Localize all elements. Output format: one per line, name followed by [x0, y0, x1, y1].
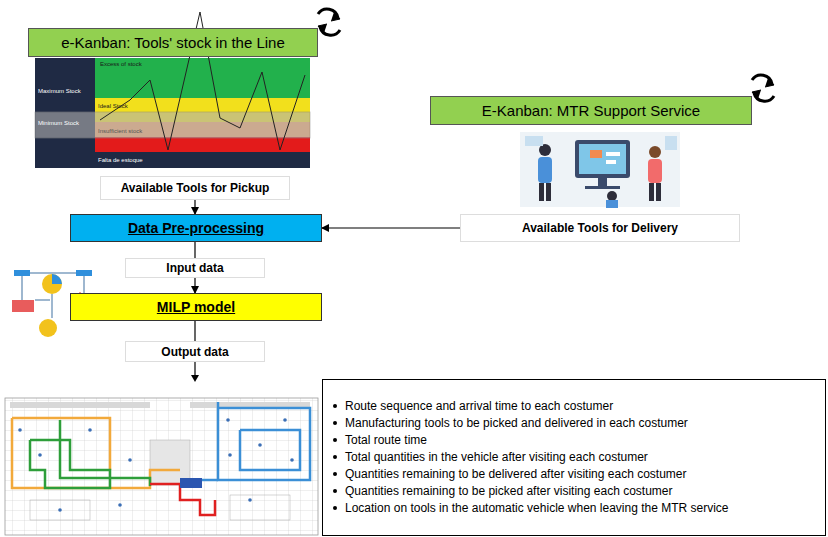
node-label: Output data	[161, 345, 228, 359]
list-item-text: Quantities remaining to be picked after …	[345, 483, 673, 500]
bullet	[333, 438, 337, 442]
output-list-box: Route sequence and arrival time to each …	[322, 379, 826, 536]
list-item-text: Location on tools in the automatic vehic…	[345, 500, 729, 517]
list-item-text: Total route time	[345, 432, 427, 449]
band-label: Excess of stock	[100, 61, 142, 68]
flow-arrow	[194, 321, 195, 341]
kanban-header-box: E-Kanban: MTR Support Service	[430, 96, 752, 125]
bullet	[333, 455, 337, 459]
data-label-box: Input data	[125, 258, 265, 278]
list-item-text: Manufacturing tools to be picked and del…	[345, 415, 688, 432]
flow-arrow	[194, 242, 195, 258]
node-label: e-Kanban: Tools' stock in the Line	[61, 34, 285, 51]
bullet	[333, 489, 337, 493]
node-label: Available Tools for Delivery	[522, 221, 678, 235]
mtr-illustration	[520, 132, 680, 208]
floor-map	[5, 398, 318, 535]
data-label-box: Available Tools for Delivery	[460, 214, 740, 242]
list-item: Quantities remaining to be picked after …	[331, 483, 817, 500]
flow-arrow	[194, 278, 195, 293]
process-box: MILP model	[70, 293, 322, 321]
axis-label: Minimum Stock	[38, 120, 79, 127]
refresh-icon	[752, 75, 774, 101]
bullet	[333, 404, 337, 408]
process-box: Data Pre-processing	[70, 214, 322, 242]
bullet	[333, 506, 337, 510]
list-item: Route sequence and arrival time to each …	[331, 398, 817, 415]
data-label-box: Output data	[125, 341, 265, 362]
band-label: Insufficient stock	[98, 128, 142, 135]
axis-label: Maximum Stock	[38, 88, 81, 95]
node-label: MILP model	[157, 299, 235, 315]
flow-arrow	[322, 227, 460, 228]
list-item-text: Total quantities in the vehicle after vi…	[345, 449, 648, 466]
data-label-box: Available Tools for Pickup	[100, 176, 290, 200]
stock-chart	[35, 12, 310, 168]
node-label: Input data	[166, 261, 223, 275]
refresh-icon	[318, 9, 340, 35]
list-item: Total quantities in the vehicle after vi…	[331, 449, 817, 466]
band-label: Falta de estoque	[98, 157, 143, 164]
list-item-text: Quantities remaining to be delivered aft…	[345, 466, 687, 483]
list-item: Total route time	[331, 432, 817, 449]
output-arrow	[191, 362, 199, 382]
list-item-text: Route sequence and arrival time to each …	[345, 398, 613, 415]
node-label: E-Kanban: MTR Support Service	[482, 102, 700, 119]
band-label: Ideal Stock	[98, 103, 128, 110]
node-label: Data Pre-processing	[128, 220, 264, 236]
bullet	[333, 472, 337, 476]
list-item: Location on tools in the automatic vehic…	[331, 500, 817, 517]
node-label: Available Tools for Pickup	[121, 181, 270, 195]
list-item: Quantities remaining to be delivered aft…	[331, 466, 817, 483]
flow-arrow	[194, 200, 195, 214]
kanban-header-box: e-Kanban: Tools' stock in the Line	[28, 28, 318, 57]
list-item: Manufacturing tools to be picked and del…	[331, 415, 817, 432]
bullet	[333, 421, 337, 425]
